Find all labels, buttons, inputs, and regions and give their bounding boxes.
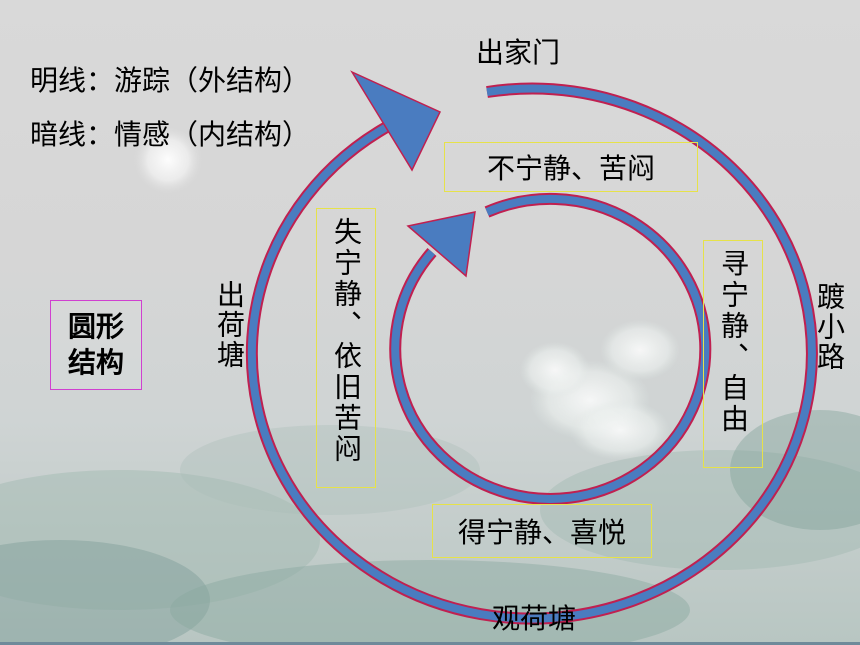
emotion-box-bottom: 得宁静、喜悦: [432, 504, 652, 558]
leaf-shape: [0, 540, 210, 645]
emotion-box-left: 失宁静、依旧苦闷: [316, 208, 376, 488]
implicit-line-text: 暗线：情感（内结构）: [30, 118, 311, 151]
moon-icon: [134, 126, 202, 194]
location-right: 踱小路: [813, 282, 846, 372]
leaf-shape: [180, 425, 480, 515]
emotion-box-right: 寻宁静、自由: [703, 240, 763, 468]
outer-arrowhead: [350, 70, 442, 172]
inner-arrowhead: [406, 211, 476, 278]
structure-label-box: 圆形 结构: [50, 300, 142, 390]
location-left: 出荷塘: [213, 280, 246, 370]
explicit-line-text: 明线：游踪（外结构）: [30, 64, 311, 97]
leaf-shape: [0, 470, 320, 610]
emotion-left-text: 失宁静、依旧苦闷: [330, 217, 363, 465]
lotus-flower: [520, 320, 680, 460]
slide-bottom-bar: [0, 642, 860, 645]
location-bottom: 观荷塘: [492, 602, 577, 635]
emotion-right-text: 寻宁静、自由: [717, 249, 750, 435]
location-top: 出家门: [476, 36, 561, 69]
emotion-box-top: 不宁静、苦闷: [444, 142, 698, 192]
